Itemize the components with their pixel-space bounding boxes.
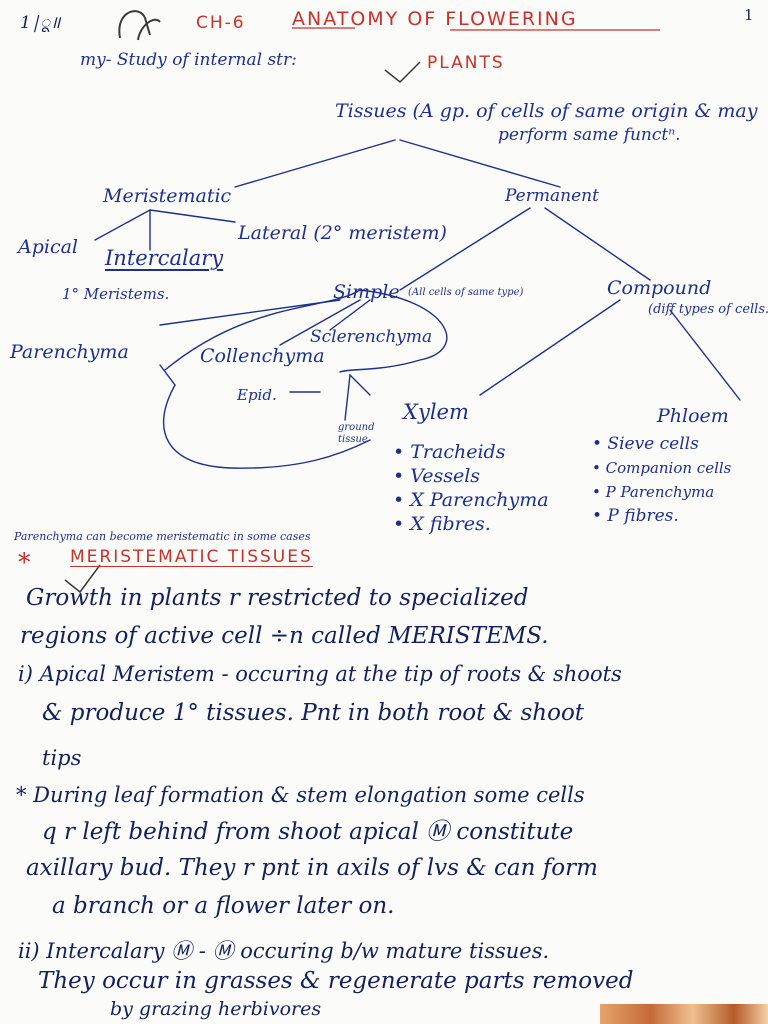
parenchyma-tick — [159, 364, 176, 386]
body-line: i) Apical Meristem - occuring at the tip… — [18, 662, 622, 686]
compound-note: (diff types of cells. — [648, 302, 768, 317]
collenchyma-node: Collenchyma — [200, 345, 325, 367]
tree-root-2: perform same functⁿ. — [498, 125, 681, 145]
ground-tissue-pointer — [344, 373, 371, 421]
body-line: regions of active cell ÷n called MERISTE… — [20, 623, 549, 649]
ground-tissue-loop — [162, 384, 371, 469]
xylem-item: • Vessels — [393, 465, 481, 487]
page-number: 1 — [744, 6, 754, 24]
body-line: by grazing herbivores — [110, 998, 322, 1020]
simple-to-parenchyma — [159, 299, 341, 326]
phloem-item: • Sieve cells — [592, 434, 699, 454]
body-line: * During leaf formation & stem elongatio… — [16, 783, 585, 807]
body-line: axillary bud. They r pnt in axils of lvs… — [26, 855, 598, 881]
permanent-to-compound — [544, 207, 651, 281]
ground-tissue-label: ground tissue — [338, 422, 375, 445]
body-line: They occur in grasses & regenerate parts… — [38, 968, 634, 994]
meristematic-node: Meristematic — [103, 185, 232, 207]
compound-node: Compound — [607, 277, 712, 299]
compound-to-phloem — [669, 309, 741, 401]
chapter-title: ANATOMY OF FLOWERING — [292, 8, 578, 30]
parenchyma-node: Parenchyma — [10, 341, 129, 363]
section-heading: MERISTEMATIC TISSUES — [70, 547, 313, 567]
lateral-node: Lateral (2° meristem) — [238, 222, 447, 244]
phloem-item: • Companion cells — [592, 459, 732, 477]
meristematic-branch-lateral — [149, 209, 236, 223]
chapter-title-2: PLANTS — [427, 53, 505, 73]
phloem-item: • P Parenchyma — [592, 483, 715, 501]
sclerenchyma-node: Sclerenchyma — [310, 327, 433, 347]
parenchyma-footnote: Parenchyma can become meristematic in so… — [14, 530, 311, 543]
xylem-list: • Tracheids • Vessels • X Parenchyma • X… — [393, 440, 549, 536]
xylem-node: Xylem — [403, 400, 469, 424]
phloem-node: Phloem — [657, 405, 729, 427]
simple-node: Simple — [333, 281, 400, 303]
primary-meristem-label: 1° Meristems. — [62, 285, 170, 303]
body-line: q r left behind from shoot apical Ⓜ cons… — [42, 819, 574, 845]
sclerenchyma-loop — [164, 289, 448, 373]
xylem-item: • Tracheids — [393, 441, 506, 463]
epidermis-label: Epid. — [237, 386, 277, 404]
heading-star: * — [18, 548, 31, 577]
apical-node: Apical — [18, 236, 79, 258]
meristematic-branch-apical — [94, 209, 151, 241]
permanent-to-simple — [399, 207, 531, 291]
simple-to-collenchyma — [279, 299, 361, 346]
root-to-meristematic — [234, 139, 396, 188]
background-fabric-strip — [600, 1004, 768, 1024]
body-line: tips — [42, 746, 82, 770]
xylem-item: • X fibres. — [393, 513, 491, 535]
permanent-node: Permanent — [505, 186, 599, 206]
chapter-label: CH-6 — [196, 13, 246, 33]
xylem-item: • X Parenchyma — [393, 489, 549, 511]
phloem-list: • Sieve cells • Companion cells • P Pare… — [592, 432, 731, 528]
body-line: a branch or a flower later on. — [52, 893, 395, 919]
left-margin-mark: 1|ू॥ — [20, 13, 61, 33]
root-to-permanent — [399, 139, 561, 188]
body-line: ii) Intercalary Ⓜ - Ⓜ occuring b/w matur… — [18, 939, 550, 963]
study-note: my- Study of internal str: — [80, 50, 297, 70]
body-line: Growth in plants r restricted to special… — [26, 585, 529, 611]
tree-root: Tissues (A gp. of cells of same origin &… — [335, 100, 758, 122]
phloem-item: • P fibres. — [592, 506, 679, 526]
simple-note: (All cells of same type) — [408, 287, 524, 298]
tick-mark — [384, 61, 421, 84]
paperclip-doodle — [118, 10, 161, 41]
compound-to-xylem — [479, 299, 621, 396]
tick-mark-2 — [64, 564, 101, 594]
simple-to-sclerenchyma — [329, 299, 371, 331]
body-line: & produce 1° tissues. Pnt in both root &… — [42, 700, 585, 726]
intercalary-node: Intercalary — [105, 246, 224, 270]
